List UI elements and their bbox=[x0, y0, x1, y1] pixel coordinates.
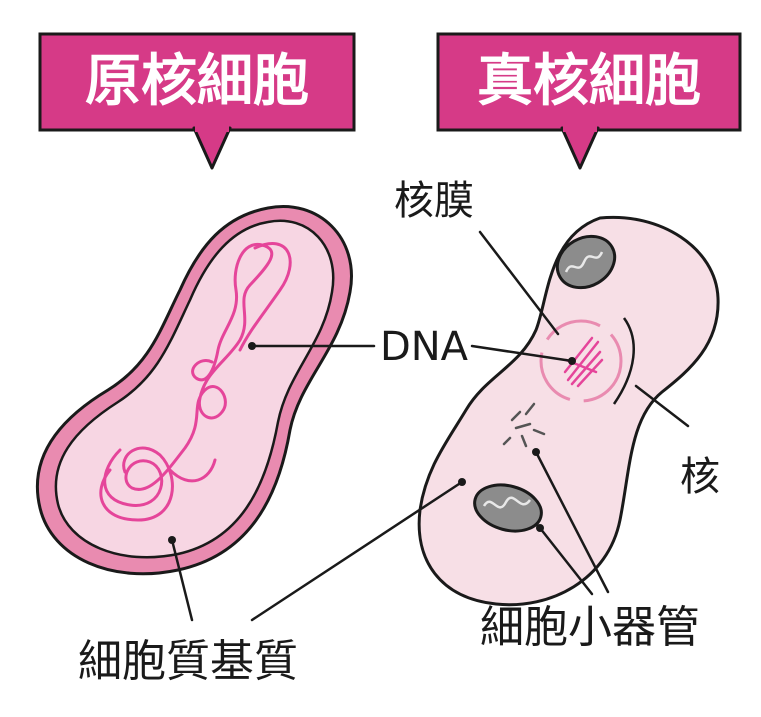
cytoplasm-label: 細胞質基質 bbox=[78, 636, 298, 687]
nucleus-leader bbox=[634, 384, 690, 428]
dna-leader-eukaryote bbox=[470, 344, 574, 363]
cytoplasm-leader-eukaryote bbox=[250, 480, 464, 622]
nucleus-label: 核 bbox=[680, 454, 720, 500]
prokaryotic-cell bbox=[35, 205, 353, 576]
organelle-leader-centrosome bbox=[534, 450, 610, 594]
organelle-label: 細胞小器管 bbox=[480, 602, 700, 653]
dna-label: DNA bbox=[380, 324, 469, 370]
eukaryotic-cell bbox=[417, 215, 720, 607]
nuclear-membrane-label: 核膜 bbox=[394, 178, 474, 224]
eukaryote-banner: 真核細胞 bbox=[436, 32, 742, 170]
prokaryote-title: 原核細胞 bbox=[85, 49, 309, 114]
nucleus bbox=[539, 319, 623, 403]
prokaryote-dna bbox=[99, 242, 292, 522]
leader-lines bbox=[170, 230, 690, 622]
organelle-leader-mitochondrion bbox=[538, 526, 594, 596]
prokaryote-banner: 原核細胞 bbox=[38, 32, 356, 170]
centrosome bbox=[502, 402, 546, 448]
cytoplasm-leader-prokaryote bbox=[170, 538, 194, 622]
nuclear-membrane-leader bbox=[478, 230, 560, 336]
mitochondrion-bottom bbox=[473, 483, 543, 533]
mitochondrion-top bbox=[555, 234, 617, 290]
eukaryote-title: 真核細胞 bbox=[477, 49, 701, 114]
